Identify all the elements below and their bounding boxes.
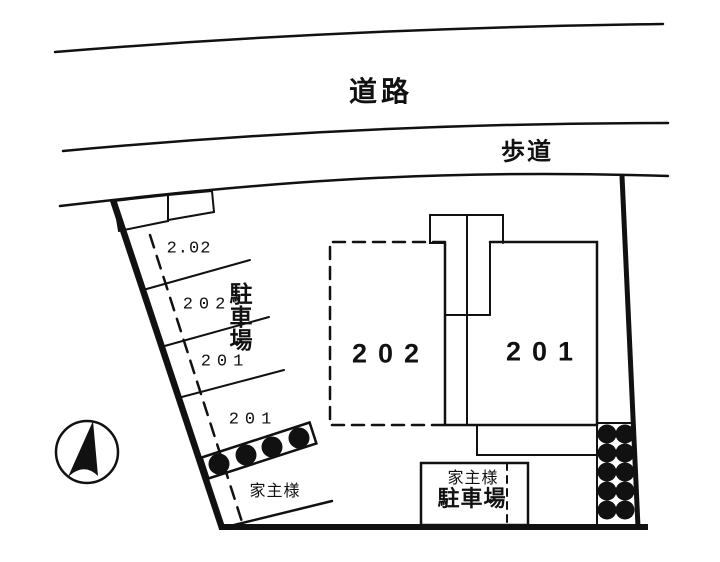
owner-parking-box xyxy=(419,461,530,527)
parking-lot-title: 駐車場 xyxy=(229,281,253,353)
owner-area-label: 家主様 xyxy=(249,483,301,500)
entrance-porch xyxy=(429,214,504,244)
building-201-outline xyxy=(488,240,599,427)
bush-icons-left xyxy=(208,427,310,475)
small-structure-b xyxy=(167,189,216,222)
road-label: 道路 xyxy=(348,76,414,107)
building-201-label: 201 xyxy=(505,336,585,367)
planting-strip-right xyxy=(596,422,640,526)
north-arrow-icon xyxy=(54,419,120,485)
parking-edge-dashed-line xyxy=(148,233,245,527)
stall-label-202-a: 2.02 xyxy=(166,239,212,259)
sidewalk-label: 歩道 xyxy=(501,138,553,166)
road-edge-top-line xyxy=(53,22,665,54)
owner-area-line xyxy=(224,499,334,529)
building-202-label: 202 xyxy=(351,338,431,369)
stall-label-202-b: 202 xyxy=(182,295,232,315)
stall-divider-1 xyxy=(142,259,251,291)
stall-divider-3 xyxy=(177,369,285,399)
sidewalk-edge-line xyxy=(58,172,670,208)
boundary-left-line xyxy=(109,198,226,530)
owner-parking-label-line2: 駐車場 xyxy=(437,486,507,511)
stall-label-201-a: 201 xyxy=(200,352,250,372)
building-201-extension xyxy=(476,424,598,456)
bush-icons-right xyxy=(597,424,635,520)
owner-parking-label-line1: 家主様 xyxy=(447,470,499,487)
road-edge-bottom-line xyxy=(61,121,670,153)
building-202-outline xyxy=(328,240,447,427)
stall-divider-2 xyxy=(160,316,270,348)
planting-strip xyxy=(200,420,318,481)
stall-label-201-b: 201 xyxy=(228,410,278,430)
